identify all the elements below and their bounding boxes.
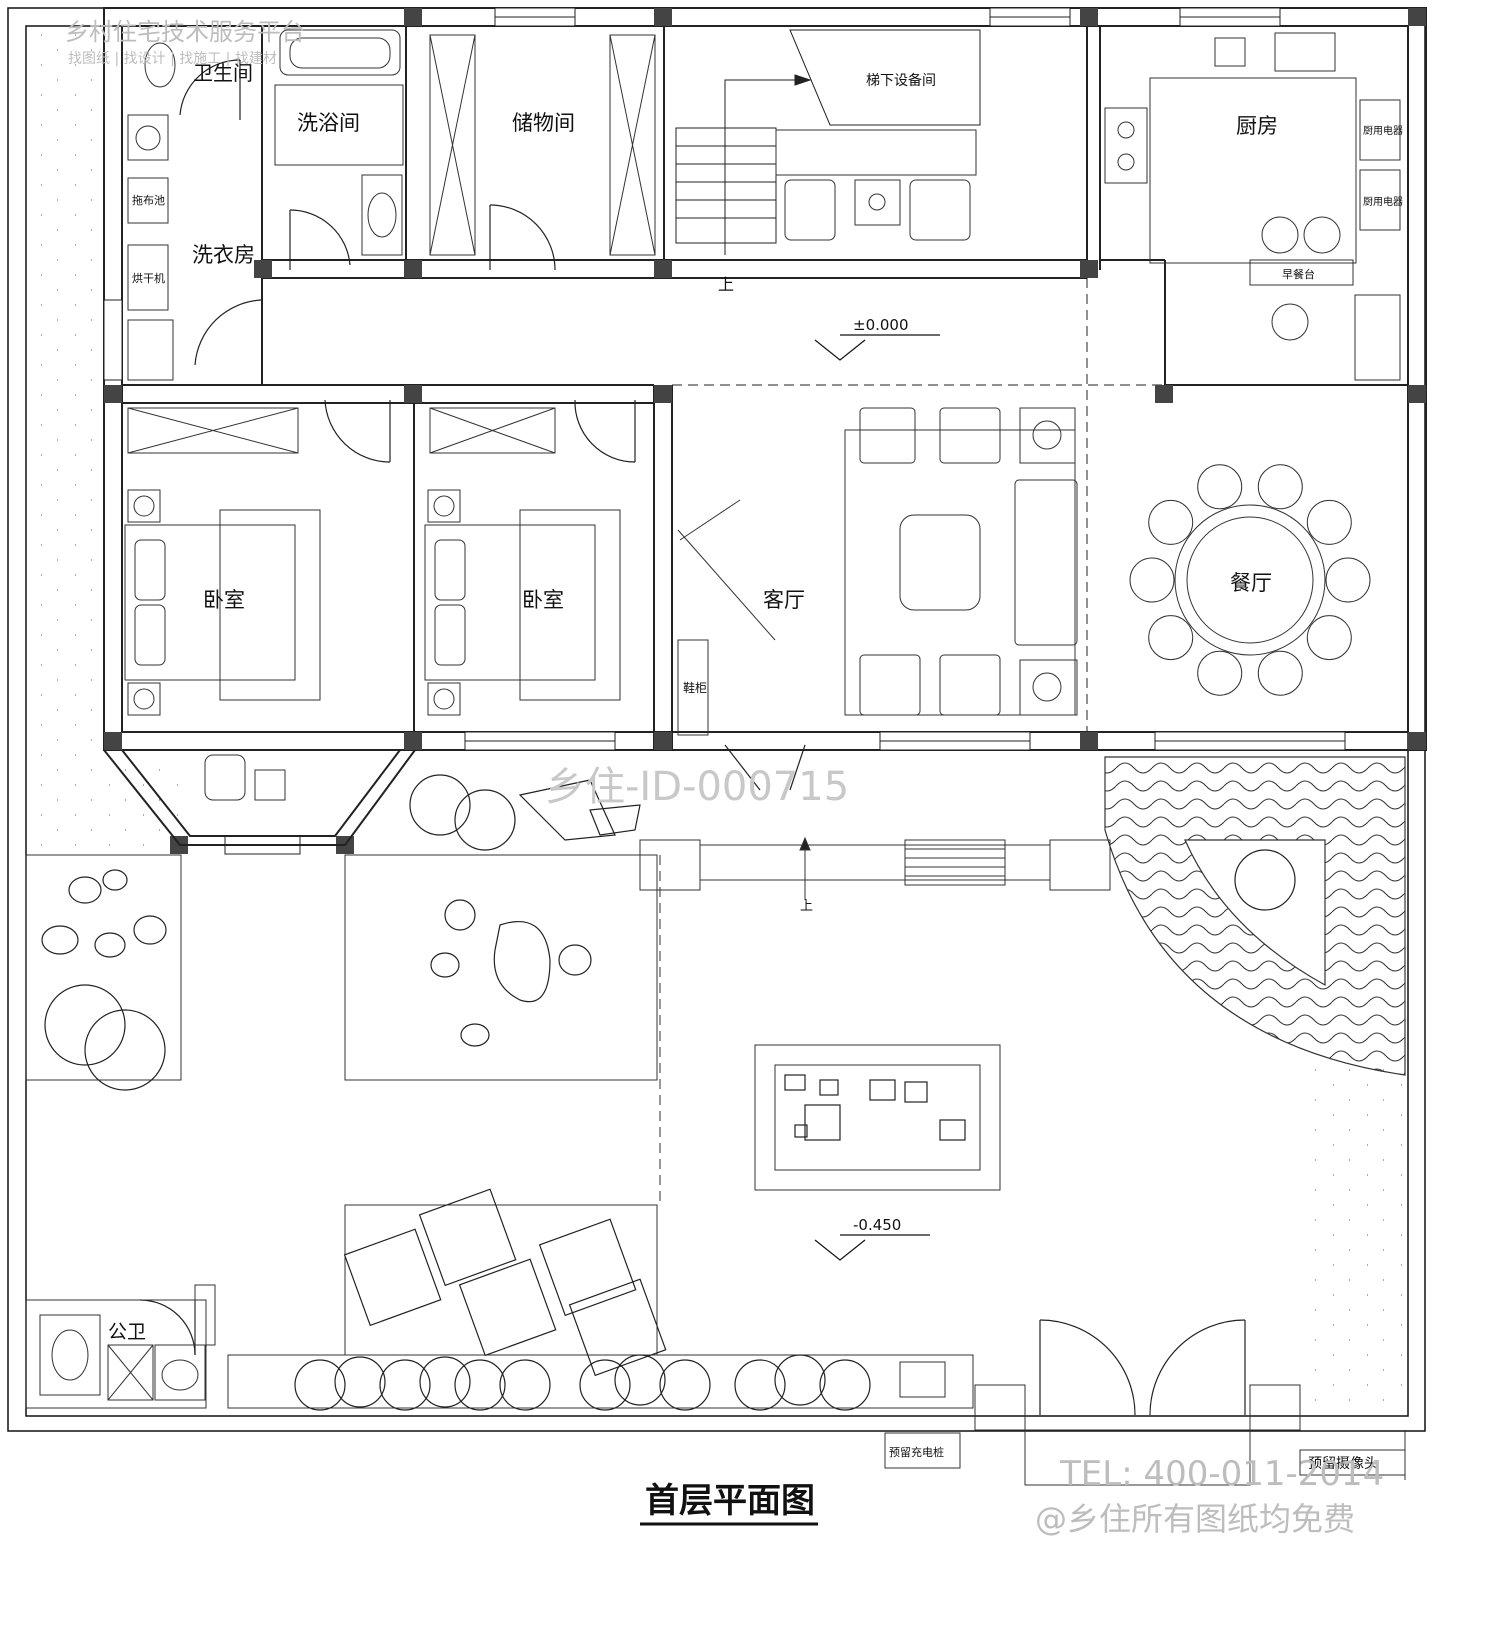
bathroom-fixtures <box>39 29 404 1401</box>
level-marker-upper <box>814 334 940 361</box>
dining-chair <box>1257 650 1303 696</box>
watermarks: 乡村住宅技术服务平台 找图纸 | 找设计 | 找施工 | 找建材 乡住-ID-0… <box>65 18 1384 1538</box>
label-dryer: 烘干机 <box>132 271 165 285</box>
windows <box>103 7 1346 855</box>
label-charger: 预留充电桩 <box>889 1445 944 1459</box>
room-label-kitchen: 厨房 <box>1236 114 1278 138</box>
room-labels: 卫生间 洗浴间 储物间 梯下设备间 厨房 洗衣房 拖布池 烘干机 厨用电器 厨用… <box>108 61 1403 1472</box>
label-shoe-cabinet: 鞋柜 <box>683 680 707 695</box>
label-breakfast: 早餐台 <box>1282 267 1315 281</box>
level-marker-lower <box>814 1234 930 1261</box>
bedroom-furniture <box>124 489 621 801</box>
dining-chair <box>1306 615 1352 661</box>
structural-columns <box>104 8 1426 854</box>
storage-cabinets <box>127 34 776 736</box>
watermark-id: 乡住-ID-000715 <box>545 764 849 810</box>
dining-chair <box>1197 650 1243 696</box>
lawn-areas <box>26 26 1405 1403</box>
room-label-storage: 储物间 <box>512 111 575 135</box>
room-label-bedroom-1: 卧室 <box>203 588 245 612</box>
staircase <box>675 29 981 255</box>
label-appliance-1: 厨用电器 <box>1363 124 1403 137</box>
plan-title: 首层平面图 <box>645 1481 815 1521</box>
doors <box>139 59 1246 1416</box>
dining-chair <box>1148 499 1194 545</box>
wave-paving <box>1104 756 1406 1076</box>
dining-chair <box>1325 557 1371 603</box>
dining-chair <box>1306 499 1352 545</box>
room-label-dining: 餐厅 <box>1230 571 1272 595</box>
room-label-bath: 洗浴间 <box>297 111 360 135</box>
room-label-equipment: 梯下设备间 <box>866 72 936 89</box>
level-lower-text: -0.450 <box>853 1216 901 1234</box>
label-appliance-2: 厨用电器 <box>1363 195 1403 208</box>
dining-chair <box>1129 557 1175 603</box>
label-camera: 预留摄像头 <box>1308 1456 1378 1472</box>
dining-chair <box>1148 615 1194 661</box>
stair-up-label-2: 上 <box>800 899 813 914</box>
dining-table <box>1129 464 1371 696</box>
rock-garden <box>784 1074 966 1141</box>
landscape-plants <box>41 774 1296 1411</box>
kitchen-fixtures <box>1104 32 1401 381</box>
bay-window <box>103 749 416 846</box>
living-room-furniture <box>844 407 1078 716</box>
room-label-laundry: 洗衣房 <box>192 243 255 267</box>
stepping-pavers <box>343 1188 667 1377</box>
room-label-living: 客厅 <box>763 588 805 612</box>
room-label-public-wc: 公卫 <box>108 1321 146 1343</box>
watermark-free: @乡住所有图纸均免费 <box>1035 1500 1355 1538</box>
dining-chair <box>1197 464 1243 510</box>
courtyard-features <box>25 836 1406 1486</box>
plan-title-group: 首层平面图 <box>640 1481 818 1526</box>
room-label-toilet: 卫生间 <box>193 61 253 85</box>
label-mop-pool: 拖布池 <box>132 193 165 207</box>
site-boundary <box>7 7 1426 1432</box>
stair-up-label-1: 上 <box>718 275 734 294</box>
watermark-platform: 乡村住宅技术服务平台 <box>65 18 305 46</box>
room-label-bedroom-2: 卧室 <box>522 588 564 612</box>
watermark-links: 找图纸 | 找设计 | 找施工 | 找建材 <box>68 51 277 67</box>
dining-chair <box>1257 464 1303 510</box>
watermark-tel: TEL: 400-011-2014 <box>1059 1454 1384 1494</box>
equipment-room-furniture <box>775 129 977 241</box>
level-upper-text: ±0.000 <box>853 316 909 334</box>
